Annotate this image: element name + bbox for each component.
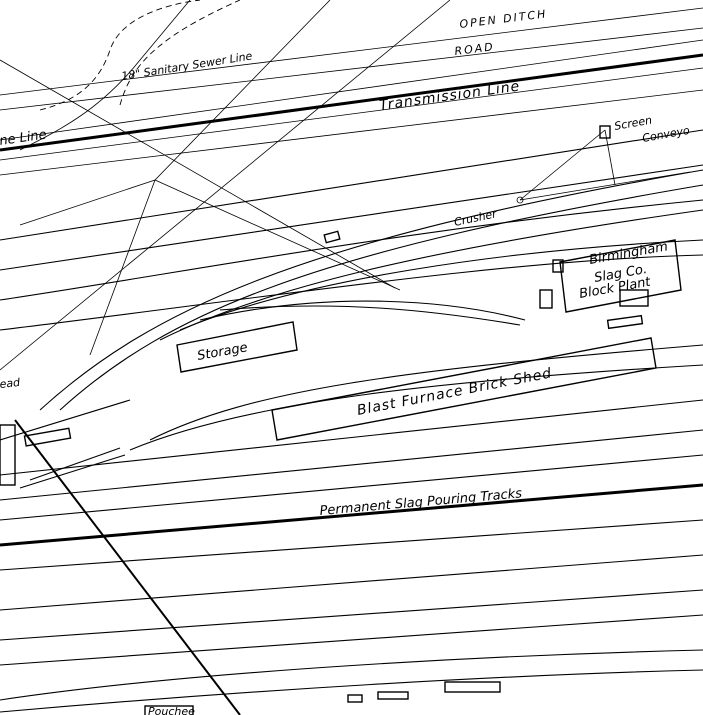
ditch-line-lower <box>0 27 703 111</box>
conveyor-line-a <box>519 129 606 201</box>
bottom-building-2 <box>377 691 409 700</box>
bottom-building-1 <box>444 681 501 693</box>
track-19 <box>0 614 703 666</box>
plant-annex-1 <box>552 259 564 273</box>
track-2 <box>59 184 703 411</box>
ditch-line-upper <box>0 7 703 96</box>
rail-tracks <box>0 129 703 713</box>
road-edge-upper <box>0 39 703 141</box>
diagonal-heavy-line <box>14 419 241 715</box>
road-edge-lower <box>0 67 703 161</box>
transmission-line <box>0 89 703 176</box>
birmingham-slag-block-plant-building <box>559 239 682 313</box>
bottom-building-4 <box>144 705 194 715</box>
survey-line-d <box>89 179 156 356</box>
left-edge-structure <box>0 424 16 486</box>
track-left-stub <box>0 399 131 441</box>
sewer-curve-2 <box>119 0 241 106</box>
road-heavy-line <box>0 53 703 152</box>
track-7 <box>0 129 703 241</box>
label-transmission-line: Transmission Line <box>378 78 521 114</box>
track-12 <box>129 364 703 451</box>
track-10 <box>0 254 703 331</box>
track-18 <box>0 589 703 641</box>
label-road: ROAD <box>454 40 496 58</box>
track-21 <box>0 669 703 713</box>
conveyor-line-c <box>519 171 691 201</box>
map-labels: OPEN DITCH 18" Sanitary Sewer Line ROAD … <box>0 7 691 715</box>
track-20 <box>0 649 703 701</box>
blast-furnace-brick-shed-building <box>271 337 657 441</box>
track-9 <box>0 199 703 301</box>
label-permanent-slag-pouring-tracks: Permanent Slag Pouring Tracks <box>319 486 523 519</box>
track-8 <box>0 164 703 271</box>
small-shed <box>606 314 644 330</box>
track-6 <box>219 305 521 326</box>
track-13 <box>0 399 703 476</box>
bottom-building-3 <box>347 694 363 703</box>
survey-line-b <box>0 0 451 371</box>
label-left-partial: ead <box>0 376 22 391</box>
track-14 <box>0 429 703 501</box>
label-line-left: ne Line <box>0 128 48 149</box>
plant-annex-3 <box>619 289 649 307</box>
label-open-ditch: OPEN DITCH <box>459 7 548 31</box>
storage-building <box>176 321 298 373</box>
track-16 <box>0 519 703 571</box>
track-4 <box>179 239 703 331</box>
track-5 <box>199 300 526 321</box>
label-screen: Screen <box>613 114 653 133</box>
slag-pouring-track-heavy <box>0 483 703 547</box>
sewer-curve <box>39 0 201 111</box>
track-1 <box>39 169 703 411</box>
buildings <box>0 239 682 715</box>
conveyor-line-b <box>604 129 616 186</box>
small-structure <box>323 230 341 244</box>
track-15 <box>0 454 703 521</box>
track-11 <box>149 344 703 441</box>
survey-line-a <box>0 59 396 289</box>
track-17 <box>0 554 703 611</box>
label-bottom-partial: Pouchee <box>148 705 195 715</box>
conveyor-structure <box>323 125 691 244</box>
curve-top-left <box>19 0 191 151</box>
label-birmingham: Birmingham <box>588 239 669 268</box>
crusher-node <box>516 196 524 204</box>
top-infrastructure <box>0 0 703 176</box>
plant-annex-2 <box>539 289 553 309</box>
screen-box <box>599 125 611 139</box>
track-left-stub-3 <box>19 454 126 489</box>
track-left-stub-2 <box>29 447 121 481</box>
left-small-building <box>23 427 72 447</box>
